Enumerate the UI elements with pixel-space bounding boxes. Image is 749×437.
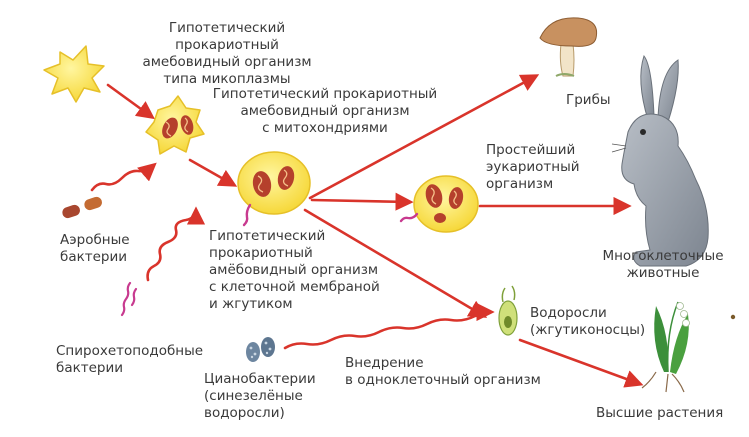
label-plants: Высшие растения xyxy=(596,405,724,421)
arrow-aerobic-bacteria xyxy=(90,162,157,192)
flagellate-cell xyxy=(237,151,311,227)
mycoplasma-cell xyxy=(43,45,105,103)
arrow-to-protist xyxy=(310,192,414,211)
label-cyanobacteria: Цианобактерии (синезелёные водоросли) xyxy=(204,371,316,421)
mitochondria-icon xyxy=(162,115,194,139)
arrows xyxy=(90,74,644,388)
label-mito-organism: Гипотетический прокариотный амебовидный … xyxy=(212,86,438,136)
mito-cell xyxy=(145,95,205,155)
euglena-illustration xyxy=(498,285,518,336)
arrow-to-fungi xyxy=(308,74,540,200)
label-incorporation: Внедрение в одноклеточный организм xyxy=(345,355,541,388)
label-fungi: Грибы xyxy=(566,92,611,108)
label-aerobic: Аэробные бактерии xyxy=(60,232,130,265)
label-flagellum-organism: Гипотетический прокариотный амёбовидный … xyxy=(209,228,380,312)
protist-cell xyxy=(399,175,479,233)
arrow-spirochete xyxy=(146,206,206,282)
arrow-to-algae xyxy=(303,208,488,318)
label-spirochete: Спирохетоподобные бактерии xyxy=(56,343,204,376)
mushroom-illustration xyxy=(539,17,598,77)
arrow-mycoplasma-to-mito xyxy=(106,83,155,120)
lily-of-the-valley-illustration xyxy=(641,301,690,393)
arrow-mito-to-flagellate xyxy=(188,158,238,187)
label-algae: Водоросли (жгутиконосцы) xyxy=(530,305,646,338)
label-mycoplasma: Гипотетический прокариотный амебовидный … xyxy=(142,20,312,87)
label-animals: Многоклеточные животные xyxy=(602,248,724,281)
spirochete-icon xyxy=(120,281,138,317)
arrow-to-plants xyxy=(518,338,644,388)
flagellum-icon xyxy=(242,203,252,227)
cyanobacteria-icon xyxy=(246,337,275,362)
aerobic-bacteria-icon xyxy=(62,196,102,219)
dot-mark xyxy=(730,314,736,320)
label-protist: Простейший эукариотный организм xyxy=(486,142,580,192)
arrow-cyanobacteria xyxy=(283,302,495,350)
rabbit-illustration xyxy=(611,54,709,267)
